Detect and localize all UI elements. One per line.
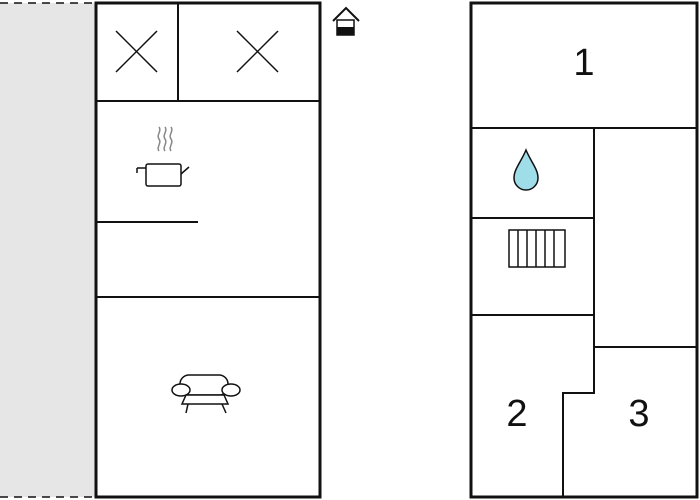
cooking-pot-icon — [136, 126, 190, 187]
ground-floor — [94, 1, 322, 499]
cross-icon — [115, 30, 158, 73]
room-label-1: 1 — [573, 42, 594, 84]
water-drop-icon — [513, 148, 539, 191]
upper-floor: 1 2 3 — [469, 1, 699, 499]
radiator-icon — [508, 229, 566, 268]
ground-floor-outline — [94, 1, 322, 499]
sofa-icon — [171, 374, 241, 414]
room-label-3: 3 — [628, 393, 649, 435]
wall — [562, 347, 595, 497]
house-entrance-icon — [332, 6, 360, 36]
terrace — [0, 2, 95, 498]
cross-icon — [236, 30, 279, 73]
room-label-2: 2 — [506, 393, 527, 435]
